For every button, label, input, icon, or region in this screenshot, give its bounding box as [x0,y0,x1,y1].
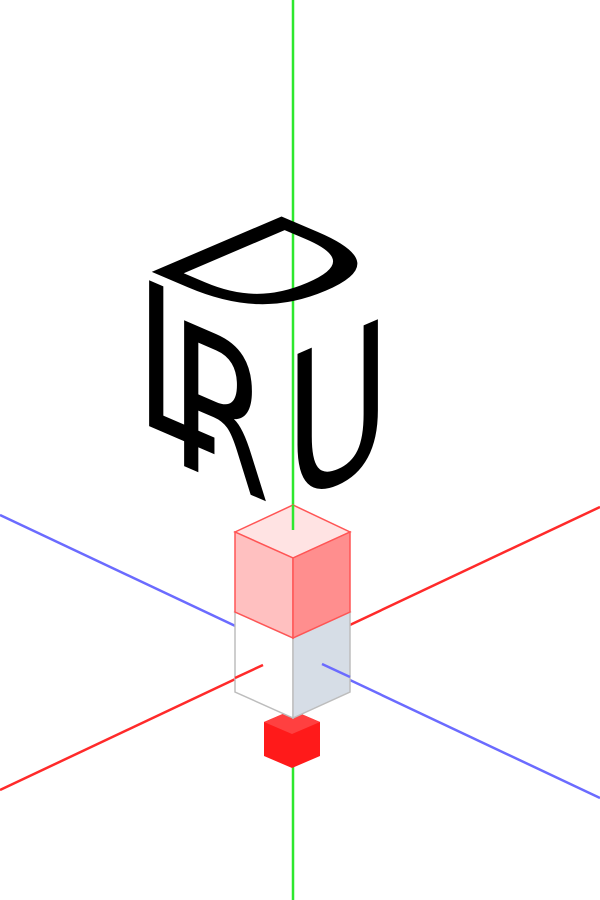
red-cube-right-face [292,530,351,640]
letter-left-face: L [135,235,215,502]
axis-z-front-segment [321,662,351,679]
red-cube[interactable] [233,504,352,640]
letter-front-face: R [170,275,270,551]
letter-left: L [135,235,215,502]
letter-right: U [285,275,390,553]
axis-x-front-segment [234,663,264,680]
red-marker-block [264,710,320,768]
letter-front: R [170,275,270,551]
letter-right-face: U [285,275,390,553]
